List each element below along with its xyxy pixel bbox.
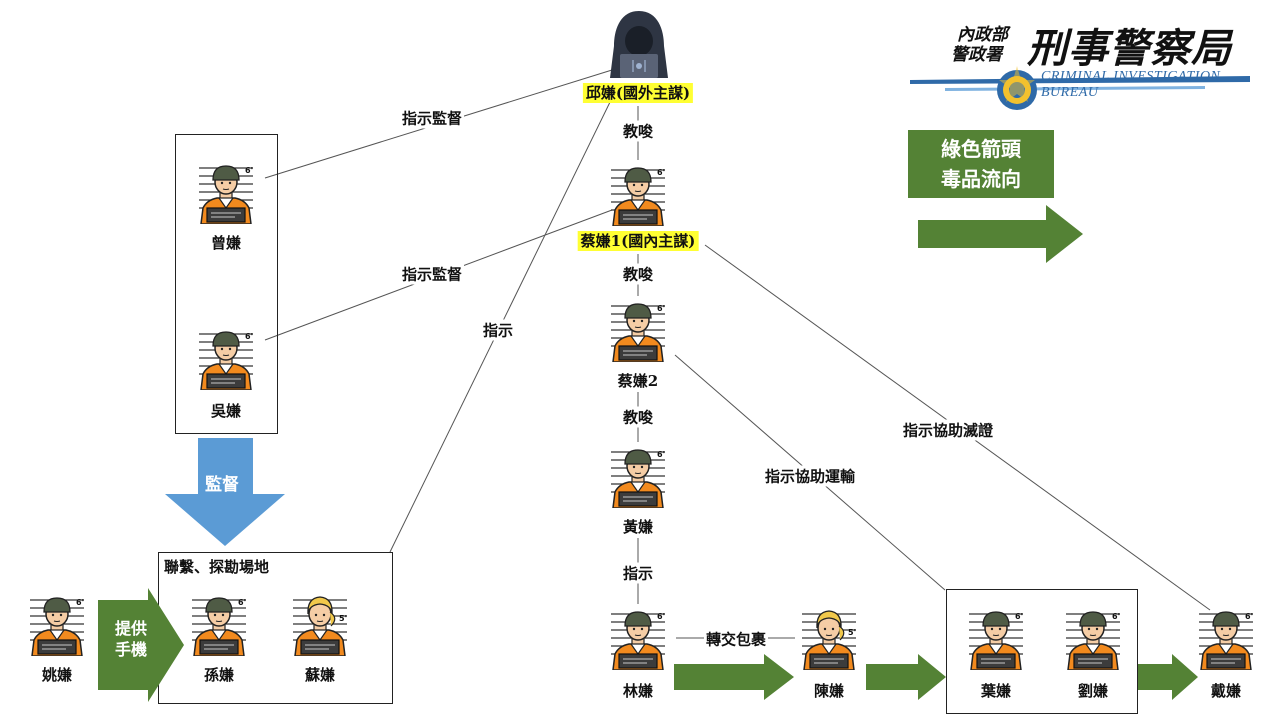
- logo-ministry: 內政部: [957, 25, 1008, 45]
- suspect-su-label: 蘇嫌: [304, 666, 336, 684]
- logo-bureau: 刑事警察局: [1027, 26, 1232, 72]
- suspect-liu-label: 劉嫌: [1077, 682, 1109, 700]
- suspect-sun-figure: 6': [186, 590, 252, 657]
- suspect-zeng-label: 曾嫌: [210, 234, 242, 252]
- suspect-chen-figure: 5': [796, 604, 862, 671]
- svg-text:6': 6': [245, 332, 253, 341]
- suspect-zeng-figure: 6': [193, 158, 259, 225]
- suspect-wu-figure: 6': [193, 324, 259, 391]
- suspect-cai1-figure: 6': [605, 160, 671, 227]
- legend-arrow: [918, 205, 1083, 263]
- provide-phone-arrow: [98, 588, 184, 702]
- svg-text:6': 6': [657, 168, 665, 177]
- svg-text:6': 6': [1245, 612, 1253, 621]
- provide-phone-label: 提供手機: [114, 619, 147, 659]
- edge-label-direct-monitor1: 指示監督: [399, 107, 465, 129]
- legend-line2: 毒品流向: [941, 167, 1021, 191]
- edge-label-direct-monitor2: 指示監督: [399, 263, 465, 285]
- suspect-cai2-figure: 6': [605, 296, 671, 363]
- edge-label-instruct-group: 指示: [480, 319, 516, 341]
- svg-text:5': 5': [339, 614, 347, 623]
- suspect-qiu-label: 邱嫌(國外主謀): [582, 82, 694, 103]
- edge-label-instigate2: 教唆: [620, 263, 656, 285]
- logo-agency: 警政署: [951, 45, 1002, 65]
- legend-box: 綠色箭頭 毒品流向: [908, 130, 1054, 198]
- suspect-cai2-label: 蔡嫌2: [617, 372, 659, 390]
- edge-label-instigate3: 教唆: [620, 406, 656, 428]
- svg-text:6': 6': [1015, 612, 1023, 621]
- suspect-dai-figure: 6': [1193, 604, 1259, 671]
- svg-text:6': 6': [657, 304, 665, 313]
- flow-arrow-lin-chen: [674, 654, 794, 700]
- suspect-liu-figure: 6': [1060, 604, 1126, 671]
- logo-graphic: [910, 66, 1250, 110]
- suspect-yao-figure: 6': [24, 590, 90, 657]
- ye-liu-box: [946, 589, 1138, 714]
- suspect-yao-label: 姚嫌: [41, 666, 73, 684]
- svg-text:6': 6': [1112, 612, 1120, 621]
- zeng-wu-box: [175, 134, 278, 434]
- logo-english: CRIMINAL INVESTIGATION BUREAU: [1041, 69, 1221, 100]
- suspect-cai1-label: 蔡嫌1(國內主謀): [577, 230, 699, 251]
- suspect-sun-label: 孫嫌: [203, 666, 235, 684]
- monitor-label: 監督: [205, 475, 239, 495]
- suspect-chen-label: 陳嫌: [813, 682, 845, 700]
- suspect-lin-figure: 6': [605, 604, 671, 671]
- suspect-huang-label: 黃嫌: [622, 518, 654, 536]
- svg-text:6': 6': [238, 598, 246, 607]
- suspect-su-figure: 5': [287, 590, 353, 657]
- cib-logo: 內政部 警政署 刑事警察局 CRIMINAL INVESTIGATION BUR…: [905, 18, 1250, 113]
- suspect-ye-figure: 6': [963, 604, 1029, 671]
- svg-text:6': 6': [76, 598, 84, 607]
- svg-text:6': 6': [657, 612, 665, 621]
- edge-label-assist-transport: 指示協助運輸: [762, 465, 858, 487]
- flow-arrow-chen-ye: [866, 654, 946, 700]
- svg-text:6': 6': [657, 450, 665, 459]
- edge-label-handover: 轉交包裹: [703, 628, 769, 650]
- edge-label-instruct-lin: 指示: [620, 562, 656, 584]
- hacker-icon: [610, 11, 668, 78]
- suspect-huang-figure: 6': [605, 442, 671, 509]
- suspect-ye-label: 葉嫌: [980, 682, 1012, 700]
- legend-line1: 綠色箭頭: [941, 137, 1021, 161]
- suspect-lin-label: 林嫌: [622, 682, 654, 700]
- svg-text:5': 5': [848, 628, 856, 637]
- edge-label-instigate1: 教唆: [620, 120, 656, 142]
- svg-text:6': 6': [245, 166, 253, 175]
- contact-group-title: 聯繫、探勘場地: [164, 558, 270, 576]
- monitor-arrow: [165, 438, 285, 546]
- flow-arrow-liu-dai: [1138, 654, 1198, 700]
- edge-label-assist-destroy: 指示協助滅證: [900, 419, 996, 441]
- suspect-wu-label: 吳嫌: [210, 402, 242, 420]
- suspect-dai-label: 戴嫌: [1210, 682, 1242, 700]
